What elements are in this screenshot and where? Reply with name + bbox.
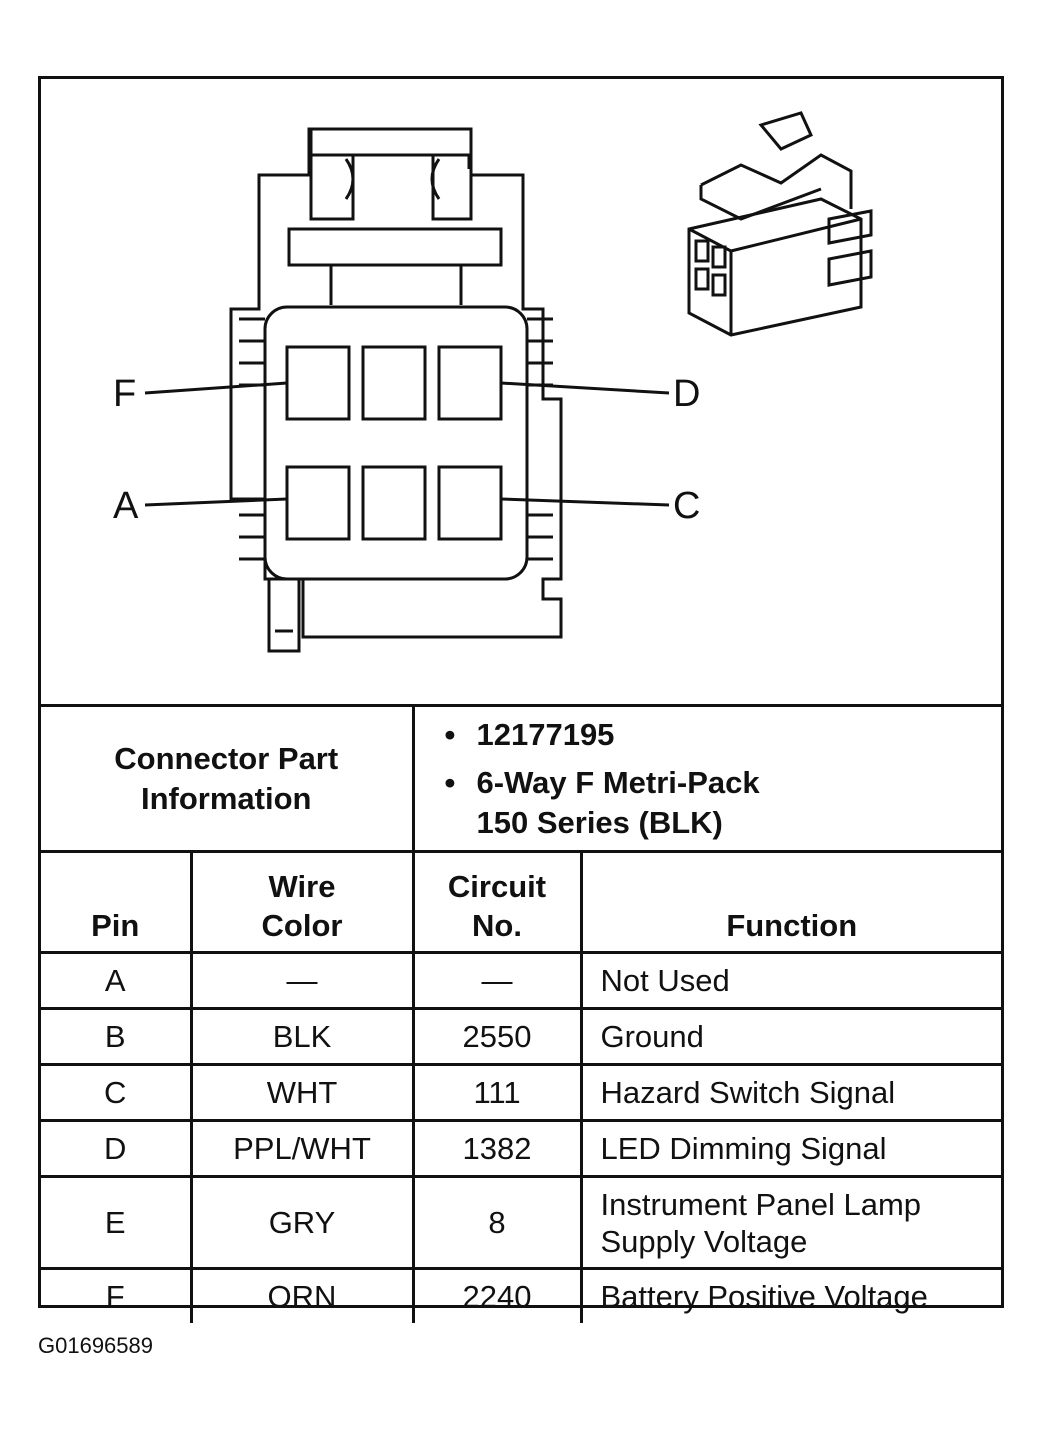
function-cell: LED Dimming Signal xyxy=(581,1119,1001,1177)
function-cell: Battery Positive Voltage xyxy=(581,1267,1001,1323)
pin-cell: B xyxy=(41,1007,193,1065)
pin-cell: C xyxy=(41,1063,193,1121)
circuit-cell: 8 xyxy=(413,1175,583,1269)
wire-color-cell: — xyxy=(191,951,415,1009)
table-row: A — — Not Used xyxy=(41,951,1001,1009)
connector-type-line2: 150 Series (BLK) xyxy=(476,804,723,840)
figure-id: G01696589 xyxy=(38,1333,153,1358)
table-row: D PPL/WHT 1382 LED Dimming Signal xyxy=(41,1119,1001,1177)
pin-label-f: F xyxy=(113,373,137,415)
wire-color-cell: BLK xyxy=(191,1007,415,1065)
table-row: E GRY 8 Instrument Panel Lamp Supply Vol… xyxy=(41,1175,1001,1269)
diagram-frame: F D A C Connector Part Information • 121… xyxy=(38,76,1004,1323)
connector-body-outline xyxy=(144,127,670,653)
circuit-cell: — xyxy=(413,951,583,1009)
wire-color-cell: WHT xyxy=(191,1063,415,1121)
connector-part-info-label-line2: Information xyxy=(141,780,312,816)
table-row: F ORN 2240 Battery Positive Voltage xyxy=(41,1267,1001,1323)
pin-cell: F xyxy=(41,1267,193,1323)
wire-color-cell: GRY xyxy=(191,1175,415,1269)
bullet-icon: • xyxy=(444,764,456,800)
pin-label-a: A xyxy=(113,485,139,527)
connector-face-view xyxy=(144,111,873,653)
wire-color-cell: PPL/WHT xyxy=(191,1119,415,1177)
function-cell: Ground xyxy=(581,1007,1001,1065)
circuit-cell: 1382 xyxy=(413,1119,583,1177)
header-function: Function xyxy=(581,850,1001,953)
circuit-cell: 2550 xyxy=(413,1007,583,1065)
pin-cell: E xyxy=(41,1175,193,1269)
function-line1: Instrument Panel Lamp xyxy=(600,1186,922,1222)
connector-part-info-table: Connector Part Information • 12177195 • … xyxy=(41,704,1001,850)
function-line2: Supply Voltage xyxy=(600,1223,808,1259)
function-cell: Instrument Panel Lamp Supply Voltage xyxy=(581,1175,1001,1269)
table-row: C WHT 111 Hazard Switch Signal xyxy=(41,1063,1001,1121)
part-number-item: • 12177195 xyxy=(445,715,1002,755)
wire-color-cell: ORN xyxy=(191,1267,415,1323)
connector-type-item: • 6-Way F Metri-Pack 150 Series (BLK) xyxy=(445,763,1002,843)
table-row: B BLK 2550 Ground xyxy=(41,1007,1001,1065)
pin-cell: D xyxy=(41,1119,193,1177)
bullet-icon: • xyxy=(444,716,456,752)
connector-iso-view xyxy=(687,111,873,337)
connector-part-info-label-line1: Connector Part xyxy=(114,740,339,776)
circuit-cell: 111 xyxy=(413,1063,583,1121)
circuit-cell: 2240 xyxy=(413,1267,583,1323)
pin-label-d: D xyxy=(673,373,701,415)
pin-cell: A xyxy=(41,951,193,1009)
header-pin: Pin xyxy=(41,850,193,953)
connector-type-line1: 6-Way F Metri-Pack xyxy=(476,764,760,800)
connector-part-info-label: Connector Part Information xyxy=(41,704,415,850)
pin-label-c: C xyxy=(673,485,701,527)
connector-drawing: F D A C xyxy=(41,79,1001,707)
connector-part-info-row: Connector Part Information • 12177195 • … xyxy=(41,704,1002,850)
connector-part-info-list: • 12177195 • 6-Way F Metri-Pack 150 Seri… xyxy=(413,704,1002,850)
function-cell: Hazard Switch Signal xyxy=(581,1063,1001,1121)
part-number: 12177195 xyxy=(476,716,615,752)
function-cell: Not Used xyxy=(581,951,1001,1009)
